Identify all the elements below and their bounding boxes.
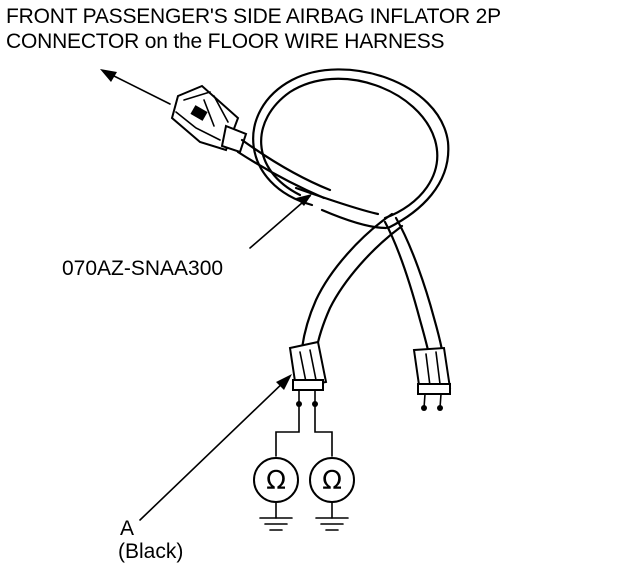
diagram-title: FRONT PASSENGER'S SIDE AIRBAG INFLATOR 2… [6, 4, 618, 54]
ohmmeter-2 [309, 457, 355, 531]
callout-a-leader [139, 377, 289, 521]
callout-a-color-note: (Black) [118, 540, 184, 563]
ohm-symbol-1: Ω [266, 466, 286, 496]
direction-arrow [100, 69, 171, 105]
meter-leads [275, 405, 333, 457]
ohmmeter-1 [253, 457, 299, 531]
callout-a-arrowhead [276, 374, 292, 390]
ohm-symbol-2: Ω [322, 466, 342, 496]
part-number-arrowhead [296, 194, 312, 206]
test-plug-b [412, 346, 452, 411]
test-plug-a [288, 340, 328, 407]
part-number-leader [249, 195, 311, 249]
title-line-2: CONNECTOR on the FLOOR WIRE HARNESS [6, 30, 445, 53]
part-number-label: 070AZ-SNAA300 [62, 257, 224, 280]
harness-cable [236, 68, 450, 354]
callout-a-label: A [120, 517, 135, 540]
title-line-1: FRONT PASSENGER'S SIDE AIRBAG INFLATOR 2… [6, 5, 501, 28]
floor-harness-2p-connector [170, 84, 248, 154]
